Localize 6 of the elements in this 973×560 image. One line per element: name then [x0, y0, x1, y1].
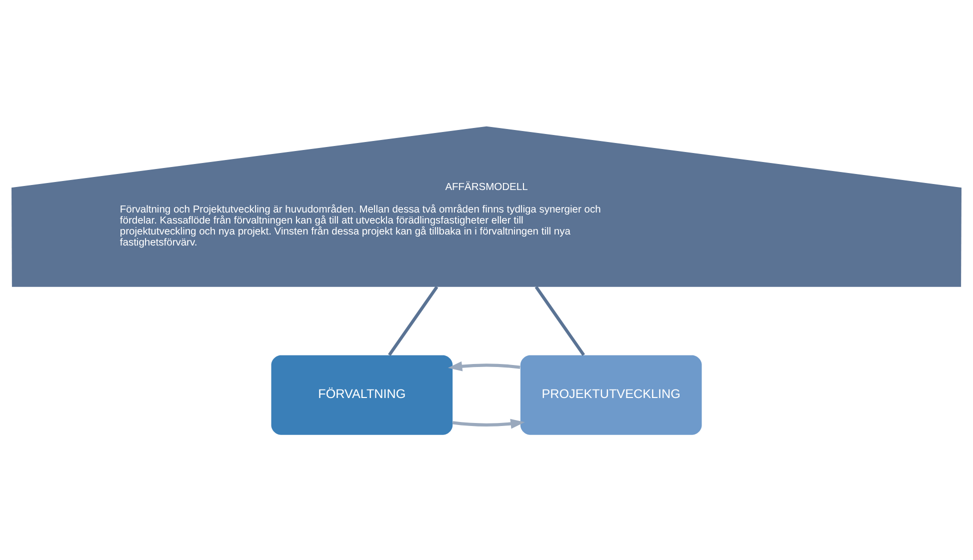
node-box: FÖRVALTNING — [271, 354, 453, 434]
connector — [534, 285, 585, 356]
arrow — [452, 418, 525, 428]
arrow — [448, 360, 520, 371]
connector — [388, 285, 438, 356]
node-box: PROJEKTUTVECKLING — [520, 354, 702, 434]
